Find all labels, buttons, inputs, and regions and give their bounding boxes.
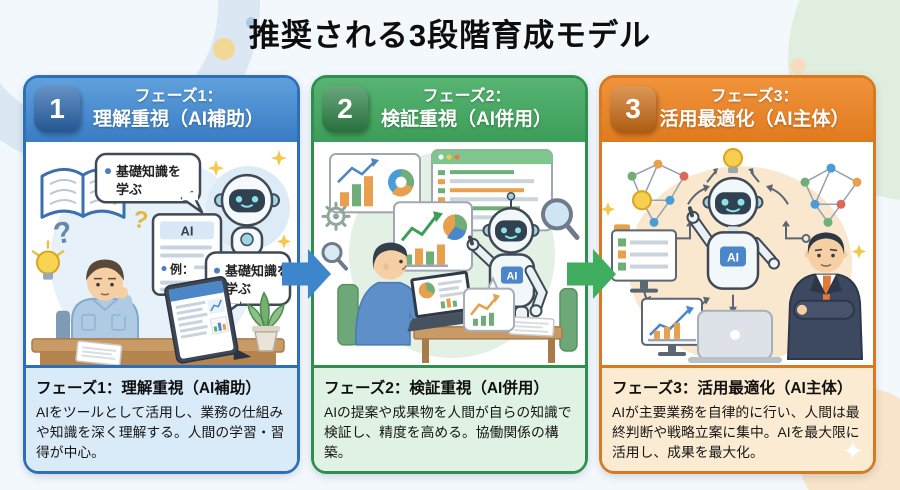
bubble-text: 基礎知識を — [115, 164, 181, 179]
phase-2-header-line2: 検証重視（AI併用） — [380, 109, 552, 131]
sparkle-icon — [277, 234, 291, 249]
phase-3-caption-title: フェーズ3：活用最適化（AI主体） — [612, 380, 853, 397]
phase-3-header-line1: フェーズ3： — [710, 88, 799, 106]
lightbulb-icon — [31, 240, 65, 280]
phase-1-header-line1: フェーズ1： — [134, 88, 223, 106]
chair — [337, 283, 359, 346]
phase-3-header: 3 フェーズ3： 活用最適化（AI主体） — [602, 78, 873, 142]
browser-report-panel — [431, 149, 553, 232]
phase-3-caption-body: AIが主要業務を自律的に行い、人間は最終判断や戦略立案に集中。AIを最大限に活用… — [612, 405, 860, 460]
decor-dot-yellow — [213, 38, 235, 60]
robot-chest-label: AI — [506, 271, 517, 283]
assistant-robot — [206, 150, 291, 257]
phase-2-header: 2 フェーズ2： 検証重視（AI併用） — [314, 78, 585, 142]
businessman — [786, 232, 864, 360]
phase-1-header-line2: 理解重視（AI補助） — [92, 109, 264, 131]
phase-card-1: 1 フェーズ1： 理解重視（AI補助） — [23, 75, 300, 474]
sparkle-icon — [852, 244, 866, 259]
magnifier-icon — [541, 198, 580, 240]
idea-lightbulb-icon — [723, 148, 743, 174]
bubble-text: 学ぶ — [116, 182, 142, 197]
decor-dot-peach — [790, 58, 806, 74]
phase-1-caption-body: AIをツールとして活用し、業務の仕組みや知識を深く理解する。人間の学習・習得が中… — [36, 405, 285, 460]
phase-3-illustration: AI — [602, 142, 873, 365]
sparkle-icon — [602, 202, 615, 217]
chart-bubble — [463, 276, 515, 332]
phase-3-header-line2: 活用最適化（AI主体） — [659, 109, 850, 131]
bar-pie-chart-board — [329, 153, 421, 214]
bubble-text: 学ぶ — [225, 282, 251, 297]
analyst-man — [355, 242, 432, 346]
phase-2-illustration: AI — [314, 142, 585, 365]
phase-3-header-text: フェーズ3： 活用最適化（AI主体） — [625, 87, 849, 132]
phase-2-caption: フェーズ2：検証重視（AI併用） AIの提案や成果物を人間が自らの知識で検証し、… — [314, 365, 585, 471]
phase-3-number-badge: 3 — [610, 86, 656, 132]
phase-1-caption-title: フェーズ1：理解重視（AI補助） — [36, 380, 261, 397]
phase-1-number-badge: 1 — [34, 86, 80, 132]
sparkle-icon: ✦ — [842, 436, 864, 466]
gear-icon — [321, 201, 351, 231]
sparkle-icon — [208, 160, 224, 177]
phase-cards-row: 1 フェーズ1： 理解重視（AI補助） — [23, 75, 877, 474]
chair — [559, 287, 578, 352]
bubble-text: 基礎知識を — [224, 264, 290, 279]
knowledge-graph-right — [800, 163, 862, 227]
line-chart-board — [393, 201, 473, 272]
ai-robot: AI — [466, 191, 549, 330]
decor-dot-blue — [246, 17, 257, 28]
laptop — [688, 309, 782, 363]
phase-2-number-badge: 2 — [322, 86, 368, 132]
phase-2-header-text: フェーズ2： 検証重視（AI併用） — [347, 87, 552, 132]
question-mark: ? — [131, 206, 150, 235]
phase-1-header: 1 フェーズ1： 理解重視（AI補助） — [26, 78, 297, 142]
arrow-phase2-to-phase3-icon — [567, 245, 617, 303]
knowledge-graph-left — [627, 159, 689, 227]
phase-2-header-line1: フェーズ2： — [422, 88, 511, 106]
magnifier-icon — [321, 241, 348, 271]
sparkle-icon — [271, 150, 287, 167]
phase-1-header-text: フェーズ1： 理解重視（AI補助） — [59, 87, 264, 132]
ai-robot: AI — [686, 176, 780, 290]
plant — [247, 291, 285, 352]
ai-label: AI — [180, 223, 193, 238]
phase-3-caption: フェーズ3：活用最適化（AI主体） AIが主要業務を自律的に行い、人間は最終判断… — [602, 365, 873, 471]
phase-card-2: 2 フェーズ2： 検証重視（AI併用） — [311, 75, 588, 474]
page-title: 推奨される3段階育成モデル — [248, 18, 652, 53]
robot-chest-label: AI — [727, 251, 739, 265]
phase-1-caption: フェーズ1：理解重視（AI補助） AIをツールとして活用し、業務の仕組みや知識を… — [26, 365, 297, 471]
paper-sheet — [75, 340, 123, 365]
phase-2-caption-title: フェーズ2：検証重視（AI併用） — [324, 380, 549, 397]
example-label: 例： — [170, 262, 194, 277]
phase-2-caption-body: AIの提案や成果物を人間が自らの知識で検証し、精度を高める。協働関係の構築。 — [324, 405, 572, 460]
tablet — [164, 276, 252, 364]
arrow-phase1-to-phase2-icon — [282, 245, 332, 303]
paper-sheet — [508, 316, 555, 337]
task-monitor — [611, 224, 677, 293]
desk — [31, 338, 285, 365]
phase-card-3: 3 フェーズ3： 活用最適化（AI主体） — [599, 75, 876, 474]
speech-bubble-learn-basics: 基礎知識を 学ぶ — [94, 152, 204, 214]
phase-1-illustration: 基礎知識を 学ぶ AI 例： — [26, 142, 297, 365]
